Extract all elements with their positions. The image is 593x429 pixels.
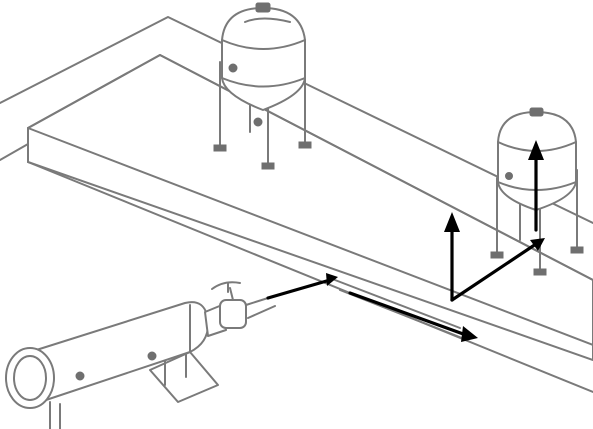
triad-axes[interactable] <box>266 140 545 342</box>
valve[interactable] <box>211 281 276 329</box>
pipe-vessel[interactable] <box>5 301 227 429</box>
tank-large[interactable] <box>213 2 312 170</box>
